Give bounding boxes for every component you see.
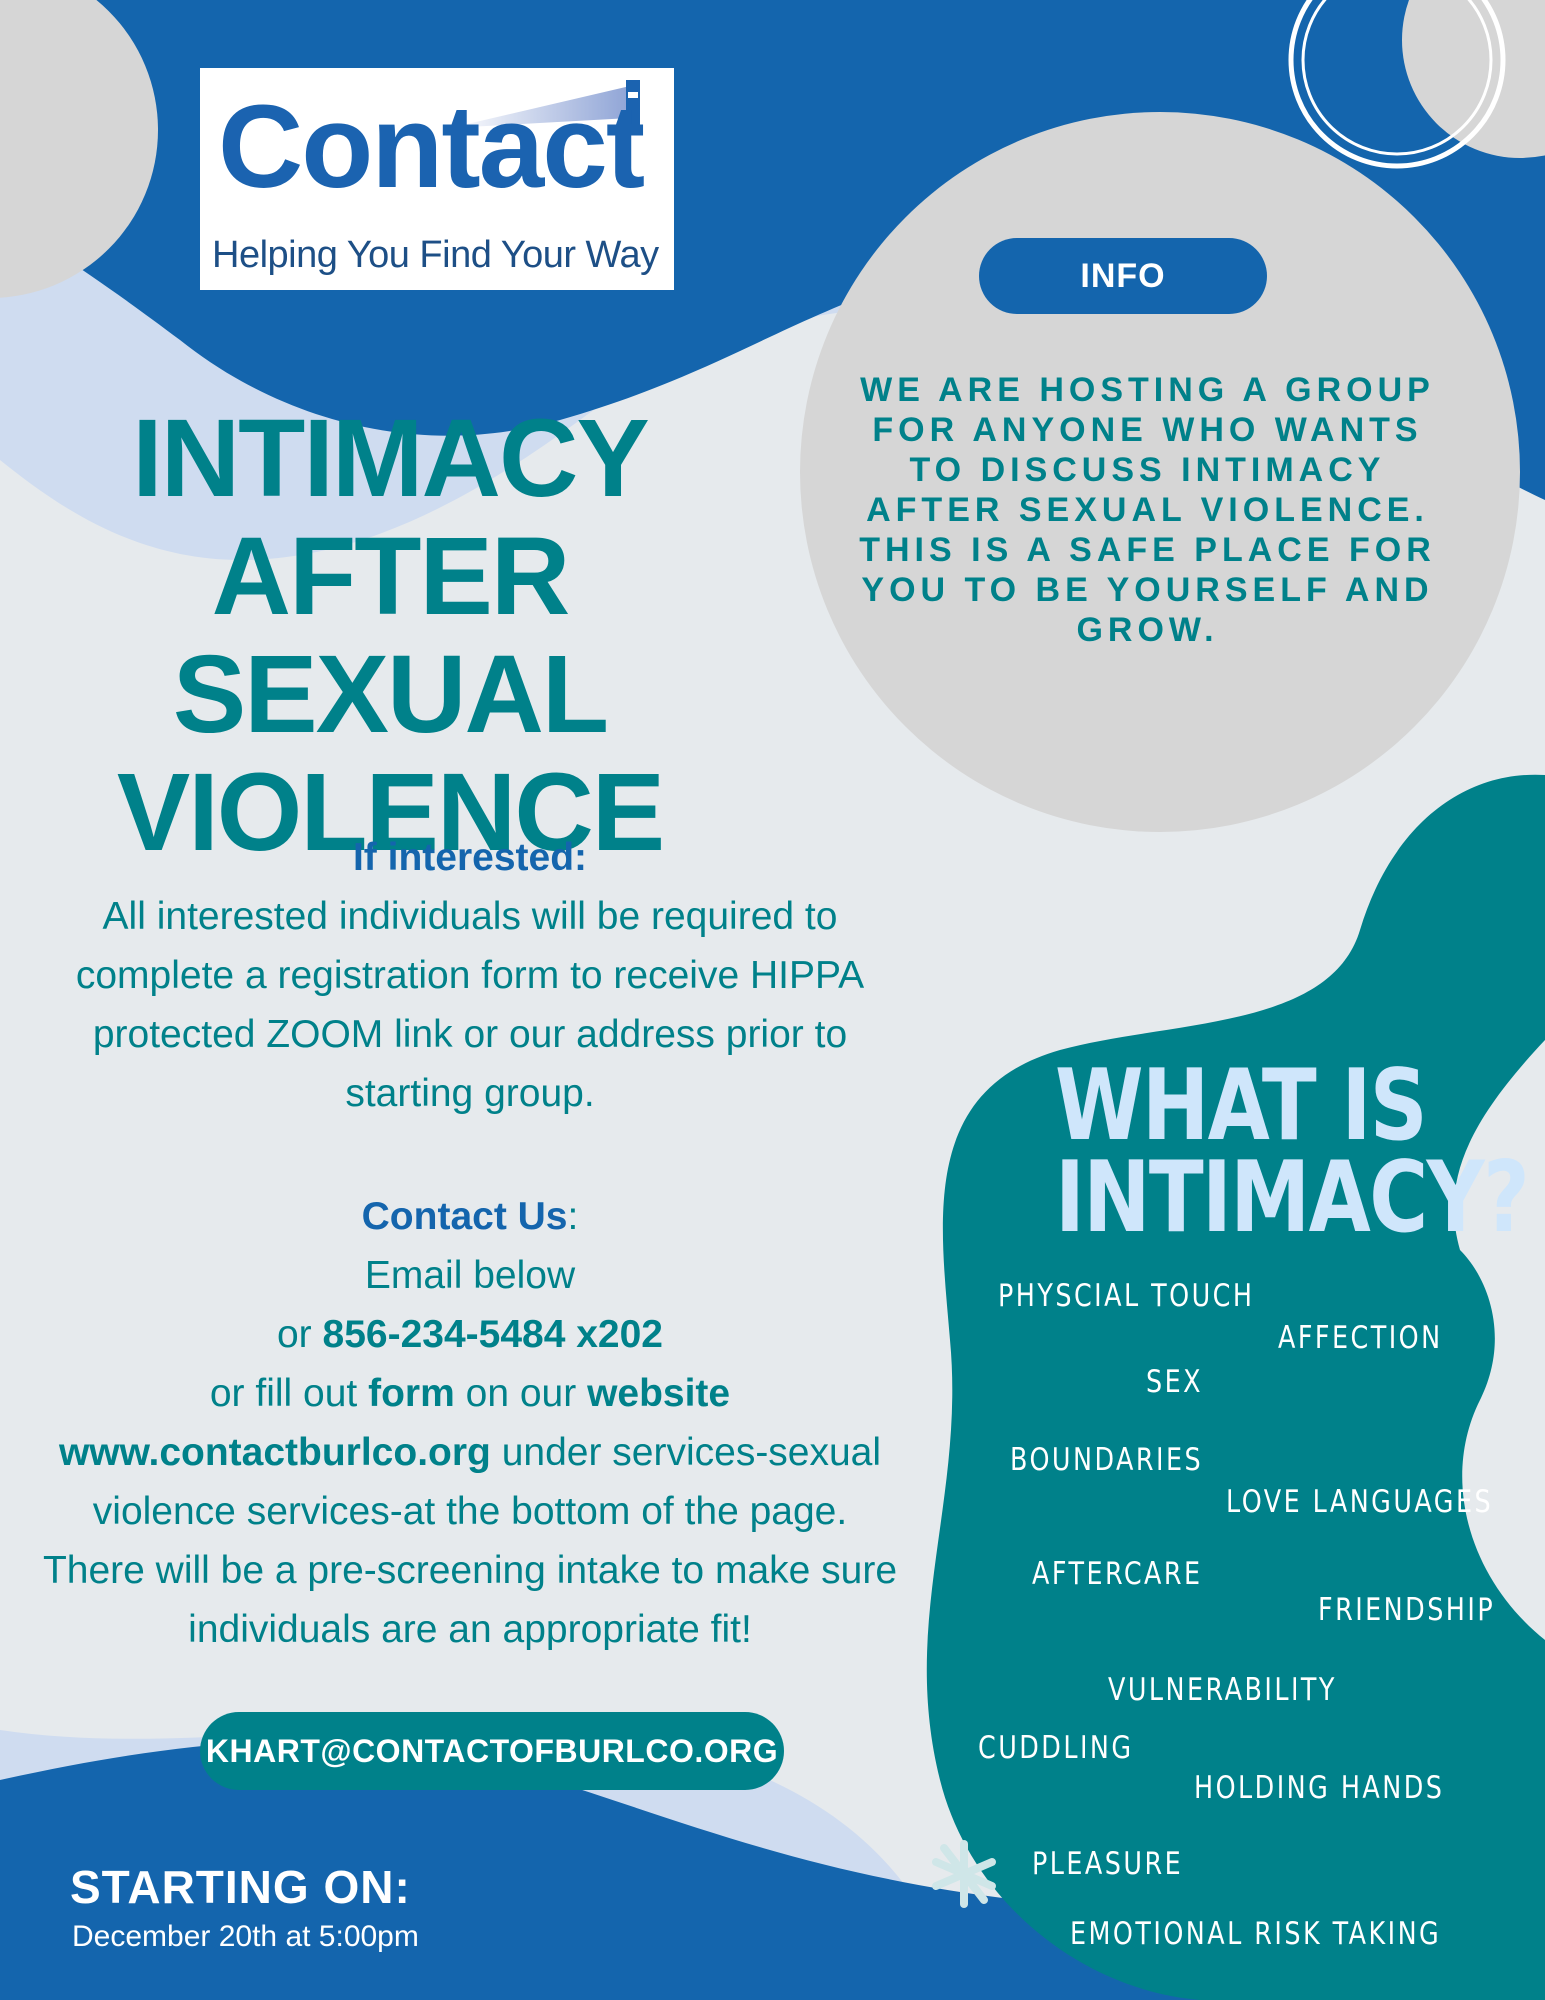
info-badge: INFO (979, 238, 1267, 314)
contact-heading-colon: : (567, 1195, 579, 1238)
wi-line-1: WHAT IS (1055, 1049, 1428, 1163)
url-tail-text: under services-sexual violence services-… (92, 1431, 882, 1533)
starting-date: December 20th at 5:00pm (72, 1920, 419, 1953)
word-pleasure: PLEASURE (1032, 1846, 1184, 1882)
word-cuddling: CUDDLING (978, 1730, 1134, 1766)
on-our-text: on our (465, 1372, 577, 1415)
word-emotional-risk-taking: EMOTIONAL RISK TAKING (1070, 1916, 1442, 1952)
wi-line-2: INTIMACY? (1055, 1141, 1530, 1255)
word-affection: AFFECTION (1278, 1320, 1443, 1356)
interested-section: If interested: All interested individual… (10, 828, 930, 1123)
screening-text: There will be a pre-screening intake to … (42, 1549, 898, 1651)
title-line-1: INTIMACY (132, 397, 650, 520)
form-link[interactable]: form (368, 1372, 455, 1415)
word-aftercare: AFTERCARE (1032, 1556, 1203, 1592)
email-button[interactable]: KHART@CONTACTOFBURLCO.ORG (200, 1712, 784, 1790)
phone-number[interactable]: 856-234-5484 x202 (322, 1313, 663, 1356)
contact-heading: Contact Us (361, 1195, 568, 1238)
contact-section: Contact Us: Email below or 856-234-5484 … (10, 1187, 930, 1659)
word-physical-touch: PHYSCIAL TOUCH (998, 1278, 1255, 1314)
contact-or: or (276, 1313, 312, 1356)
logo-wordmark: Contact (218, 81, 645, 213)
interested-text: All interested individuals will be requi… (75, 895, 865, 1115)
contact-logo: Contact Helping You Find Your Way (200, 68, 674, 290)
website-url[interactable]: www.contactburlco.org (58, 1431, 491, 1474)
contact-email-line: Email below (364, 1254, 576, 1297)
word-boundaries: BOUNDARIES (1010, 1442, 1204, 1478)
asterisk-icon (932, 1840, 996, 1908)
title-line-3: VIOLENCE (116, 751, 665, 874)
word-friendship: FRIENDSHIP (1318, 1592, 1496, 1628)
lighthouse-beam-icon (450, 80, 640, 130)
title-line-2: AFTER SEXUAL (172, 515, 609, 756)
word-holding-hands: HOLDING HANDS (1194, 1770, 1445, 1806)
word-vulnerability: VULNERABILITY (1108, 1672, 1337, 1708)
fill-out-text: or fill out (209, 1372, 358, 1415)
website-link[interactable]: website (587, 1372, 731, 1415)
logo-tagline: Helping You Find Your Way (212, 234, 659, 276)
word-sex: SEX (1146, 1364, 1204, 1400)
word-love-languages: LOVE LANGUAGES (1226, 1484, 1494, 1520)
starting-heading: STARTING ON: (70, 1861, 411, 1913)
page-title: INTIMACY AFTER SEXUAL VIOLENCE (10, 400, 770, 872)
interested-heading: If interested: (352, 836, 588, 879)
info-text: WE ARE HOSTING A GROUP FOR ANYONE WHO WA… (859, 371, 1436, 649)
what-is-intimacy-heading: WHAT IS INTIMACY? (1055, 1049, 1530, 1255)
